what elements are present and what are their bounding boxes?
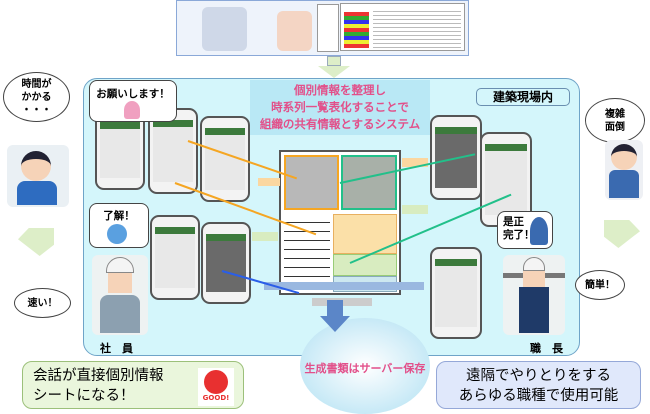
server-storage-ellipse: 生成書類はサーバー保存 bbox=[300, 318, 430, 414]
request-card: お願いします！ bbox=[89, 80, 177, 122]
title-line-3: 組織の共有情報とするシステム bbox=[259, 117, 421, 131]
employee-label: 社 員 bbox=[100, 342, 133, 355]
phone-screen-1 bbox=[95, 110, 145, 190]
phone-list-thumbnail bbox=[317, 4, 339, 52]
foreman-illustration bbox=[503, 255, 565, 335]
speech-bubble-complex: 複雑面倒 bbox=[585, 98, 645, 143]
arrow-icon bbox=[402, 158, 428, 167]
arrow-icon bbox=[252, 232, 278, 241]
down-arrow-icon bbox=[18, 228, 54, 256]
phone-screen-5 bbox=[201, 222, 251, 304]
benefit-box-conversation: 会話が直接個別情報 シートになる！ GOOD! bbox=[22, 361, 244, 409]
phone-screen-4 bbox=[150, 215, 200, 300]
server-text: 生成書類はサーバー保存 bbox=[304, 362, 426, 375]
worried-woman-illustration bbox=[277, 11, 312, 51]
remote-line-2: あらゆる職種で使用可能 bbox=[458, 388, 619, 404]
woman-icon bbox=[124, 101, 140, 119]
down-arrow-icon bbox=[320, 300, 350, 340]
arrow-icon bbox=[258, 178, 280, 186]
down-arrow-icon bbox=[604, 220, 640, 248]
benefit-box-remote: 遠隔でやりとりをする あらゆる職種で使用可能 bbox=[436, 361, 641, 409]
phone-screen-3 bbox=[200, 116, 250, 202]
good-badge-icon: GOOD! bbox=[198, 368, 234, 406]
speech-bubble-fast: 速い！ bbox=[14, 288, 71, 318]
title-line-1: 個別情報を整理し bbox=[294, 83, 386, 97]
site-label: 建築現場内 bbox=[476, 88, 570, 106]
correction-done-card: 是正 完了！ bbox=[497, 211, 553, 249]
benefit-line-1: 会話が直接個別情報 bbox=[33, 368, 164, 384]
acknowledge-card: 了解！ bbox=[89, 203, 149, 248]
request-text: お願いします！ bbox=[96, 88, 170, 100]
phone-screen-2 bbox=[148, 108, 198, 194]
man-icon bbox=[530, 217, 548, 245]
busy-worker-illustration bbox=[202, 7, 247, 51]
done-line-2: 完了！ bbox=[503, 229, 535, 241]
foreman-label: 職 長 bbox=[530, 342, 563, 355]
done-line-1: 是正 bbox=[503, 216, 524, 228]
ack-text: 了解！ bbox=[103, 210, 135, 222]
remote-line-1: 遠隔でやりとりをする bbox=[466, 368, 611, 384]
speech-bubble-slow: 時間がかかる・・・ bbox=[3, 72, 70, 122]
employee-illustration bbox=[92, 255, 148, 335]
arrow-icon bbox=[264, 282, 424, 290]
man-icon bbox=[107, 224, 127, 244]
benefit-line-2: シートになる！ bbox=[33, 388, 135, 404]
worried-man-illustration bbox=[7, 145, 69, 207]
down-arrow-icon bbox=[318, 56, 350, 78]
arrow-icon bbox=[402, 205, 428, 214]
spreadsheet-thumbnail bbox=[340, 3, 465, 51]
title-line-2: 時系列一覧表化することで bbox=[271, 100, 409, 114]
phone-screen-8 bbox=[430, 247, 482, 339]
system-description: 個別情報を整理し 時系列一覧表化することで 組織の共有情報とするシステム bbox=[250, 80, 430, 135]
confused-man-illustration bbox=[605, 140, 643, 200]
speech-bubble-easy: 簡単！ bbox=[575, 270, 625, 300]
